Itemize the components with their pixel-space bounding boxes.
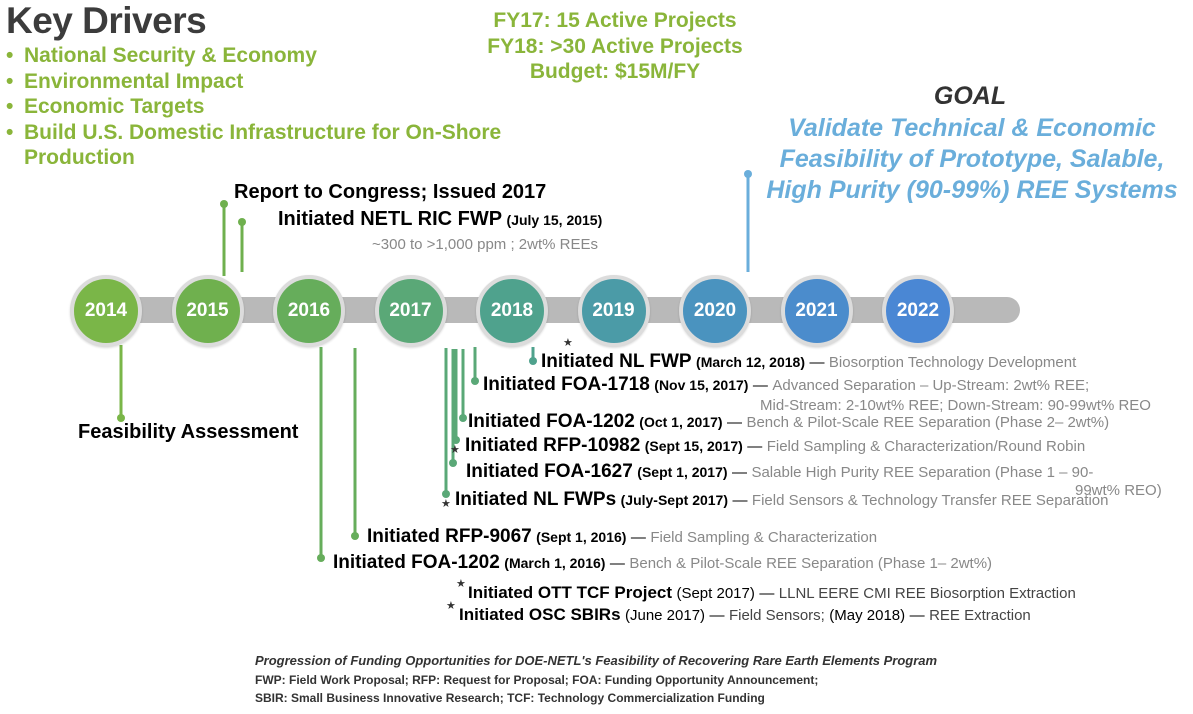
year-marker-2018: 2018 xyxy=(476,275,548,347)
key-drivers-list: •National Security & Economy •Environmen… xyxy=(6,43,584,171)
year-marker-2017: 2017 xyxy=(374,275,447,347)
goal-title: GOAL xyxy=(933,82,1007,110)
footer-abbrev-line: SBIR: Small Business Innovative Research… xyxy=(255,691,765,705)
year-marker-2016: 2016 xyxy=(273,275,345,347)
dot-foa1718 xyxy=(471,377,479,385)
key-driver-item: •Economic Targets xyxy=(6,95,205,118)
bullet-icon: • xyxy=(6,95,14,118)
milestone-foa-1718-detail2: Mid-Stream: 2-10wt% REE; Down-Stream: 90… xyxy=(760,397,1151,414)
goal-text: Validate Technical & Economic Feasibilit… xyxy=(766,114,1178,204)
milestone-rfp-10982: Initiated RFP-10982 (Sept 15, 2017) — Fi… xyxy=(465,435,1086,456)
dot-foa1202-2017 xyxy=(459,414,467,422)
dot-report-congress xyxy=(220,200,228,208)
milestone-foa-1718: Initiated FOA-1718 (Nov 15, 2017) — Adva… xyxy=(483,374,1090,395)
dot-rfp9067 xyxy=(351,532,359,540)
milestone-foa-1627: Initiated FOA-1627 (Sept 1, 2017) — Sala… xyxy=(466,461,1094,482)
footer-abbrev-line: FWP: Field Work Proposal; RFP: Request f… xyxy=(255,673,819,687)
milestone-feasibility: Feasibility Assessment xyxy=(78,421,299,443)
star-icon: ★ xyxy=(456,578,466,590)
star-icon: ★ xyxy=(563,337,573,349)
dot-feasibility xyxy=(117,414,125,422)
milestone-foa-1202-2016: Initiated FOA-1202 (March 1, 2016) — Ben… xyxy=(333,552,993,573)
bullet-icon: • xyxy=(6,69,14,93)
year-marker-2014: 2014 xyxy=(70,275,142,347)
project-stats: FY17: 15 Active Projects FY18: >30 Activ… xyxy=(455,8,775,85)
year-marker-2015: 2015 xyxy=(171,275,244,347)
year-marker-2019: 2019 xyxy=(577,275,650,347)
dot-foa1202-2016 xyxy=(317,554,325,562)
milestone-osc-sbir: Initiated OSC SBIRs (June 2017) — Field … xyxy=(459,605,1031,624)
milestone-foa-1202-2017: Initiated FOA-1202 (Oct 1, 2017) — Bench… xyxy=(468,411,1110,432)
dot-foa1627 xyxy=(449,459,457,467)
milestone-nl-fwps: Initiated NL FWPs (July-Sept 2017) — Fie… xyxy=(455,489,1109,510)
milestone-nl-fwp: Initiated NL FWP (March 12, 2018) — Bios… xyxy=(541,351,1077,372)
dot-rfp10982 xyxy=(452,436,460,444)
key-driver-item: •Environmental Impact xyxy=(6,69,244,93)
key-drivers-title: Key Drivers xyxy=(6,0,207,41)
key-driver-item: •Build U.S. Domestic Infrastructure for … xyxy=(6,120,502,170)
year-marker-2020: 2020 xyxy=(679,275,751,347)
milestone-foa-1627-detail2: 99wt% REO) xyxy=(1075,482,1162,499)
stat-fy18: FY18: >30 Active Projects xyxy=(487,34,743,58)
star-icon: ★ xyxy=(446,600,456,612)
milestone-netl-ric-detail: ~300 to >1,000 ppm ; 2wt% REEs xyxy=(372,236,598,253)
dot-netl-ric xyxy=(238,218,246,226)
year-marker-2022: 2022 xyxy=(882,275,954,347)
star-icon: ★ xyxy=(441,498,451,510)
year-marker-2021: 2021 xyxy=(780,275,853,347)
dot-nl-fwp xyxy=(529,357,537,365)
milestone-report-congress: Report to Congress; Issued 2017 xyxy=(234,181,547,203)
star-icon: ★ xyxy=(450,444,460,456)
stat-budget: Budget: $15M/FY xyxy=(529,60,701,83)
milestone-netl-ric: Initiated NETL RIC FWP (July 15, 2015) xyxy=(278,208,603,230)
milestone-ott-tcf: Initiated OTT TCF Project (Sept 2017) — … xyxy=(468,583,1076,602)
dot-nl-fwps xyxy=(442,490,450,498)
footer-title: Progression of Funding Opportunities for… xyxy=(255,653,938,668)
stat-fy17: FY17: 15 Active Projects xyxy=(493,9,737,32)
dot-goal xyxy=(744,170,752,178)
bullet-icon: • xyxy=(6,120,14,144)
bullet-icon: • xyxy=(6,44,14,67)
milestone-rfp-9067: Initiated RFP-9067 (Sept 1, 2016) — Fiel… xyxy=(367,526,878,547)
key-driver-item: •National Security & Economy xyxy=(6,44,317,67)
